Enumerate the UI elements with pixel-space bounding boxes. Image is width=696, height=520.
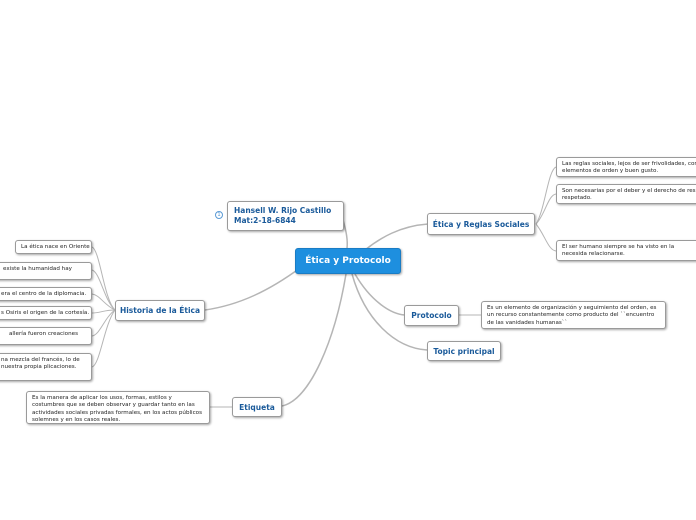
topic-label: Topic principal [433, 346, 495, 356]
subtopic-etiqueta-definicion[interactable]: Es la manera de aplicar los usos, formas… [26, 391, 210, 424]
central-topic-label: Ética y Protocolo [305, 256, 391, 266]
subtopic-caballeria[interactable]: allería fueron creaciones [0, 327, 92, 345]
subtopic-necesidad-relacionarse[interactable]: El ser humano siempre se ha visto en la … [556, 240, 696, 261]
topic-label: Historia de la Ética [119, 306, 201, 315]
topic-etiqueta[interactable]: Etiqueta [232, 397, 282, 417]
subtopic-deber-derecho[interactable]: Son necesarias por el deber y el derecho… [556, 184, 696, 204]
topic-historia-etica[interactable]: Historia de la Ética [115, 300, 205, 321]
subtopic-reglas-sociales[interactable]: Las reglas sociales, lejos de ser frivol… [556, 157, 696, 177]
subtopic-etica-oriente[interactable]: La ética nace en Oriente [15, 240, 92, 254]
subtopic-humanidad[interactable]: existe la humanidad hay [0, 262, 92, 280]
topic-label: Protocolo [411, 311, 452, 320]
author-topic[interactable]: Hansell W. Rijo Castillo Mat:2-18-6844 [227, 201, 344, 231]
topic-label: Ética y Reglas Sociales [432, 219, 530, 229]
subtopic-diplomacia[interactable]: era el centro de la diplomacia. [0, 287, 92, 301]
note-count-icon[interactable]: 1 [215, 211, 223, 219]
subtopic-frances[interactable]: na mezcla del francés, lo de nuestra pro… [0, 353, 92, 381]
subtopic-protocolo-definicion[interactable]: Es un elemento de organización y seguimi… [481, 301, 666, 329]
topic-protocolo[interactable]: Protocolo [404, 305, 459, 326]
author-id: Mat:2-18-6844 [234, 216, 296, 225]
author-name: Hansell W. Rijo Castillo [234, 206, 332, 215]
subtopic-cortesia[interactable]: s Osiris el origen de la cortesía. [0, 306, 92, 320]
central-topic[interactable]: Ética y Protocolo [295, 248, 401, 274]
topic-label: Etiqueta [239, 402, 275, 412]
topic-etica-reglas-sociales[interactable]: Ética y Reglas Sociales [427, 213, 535, 235]
topic-principal[interactable]: Topic principal [427, 341, 501, 361]
